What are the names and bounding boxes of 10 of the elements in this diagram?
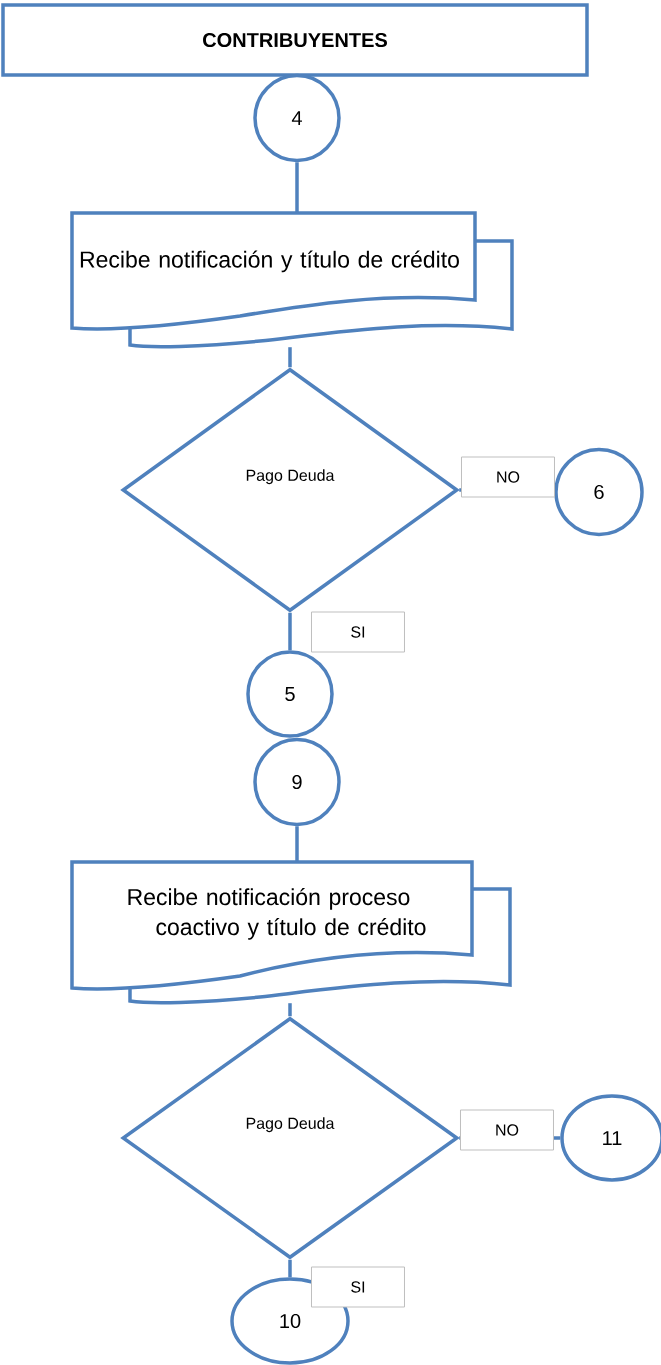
connector-line bbox=[295, 826, 299, 862]
connector-line bbox=[288, 1003, 292, 1017]
edge-label: SI bbox=[311, 1266, 405, 1308]
connector-line bbox=[288, 612, 292, 651]
edge-label: SI bbox=[311, 611, 405, 653]
connector-line bbox=[288, 1259, 292, 1278]
connector-line bbox=[288, 347, 292, 368]
edge-label: NO bbox=[461, 456, 555, 498]
edge-label: NO bbox=[460, 1109, 554, 1151]
connector-line bbox=[295, 162, 299, 213]
